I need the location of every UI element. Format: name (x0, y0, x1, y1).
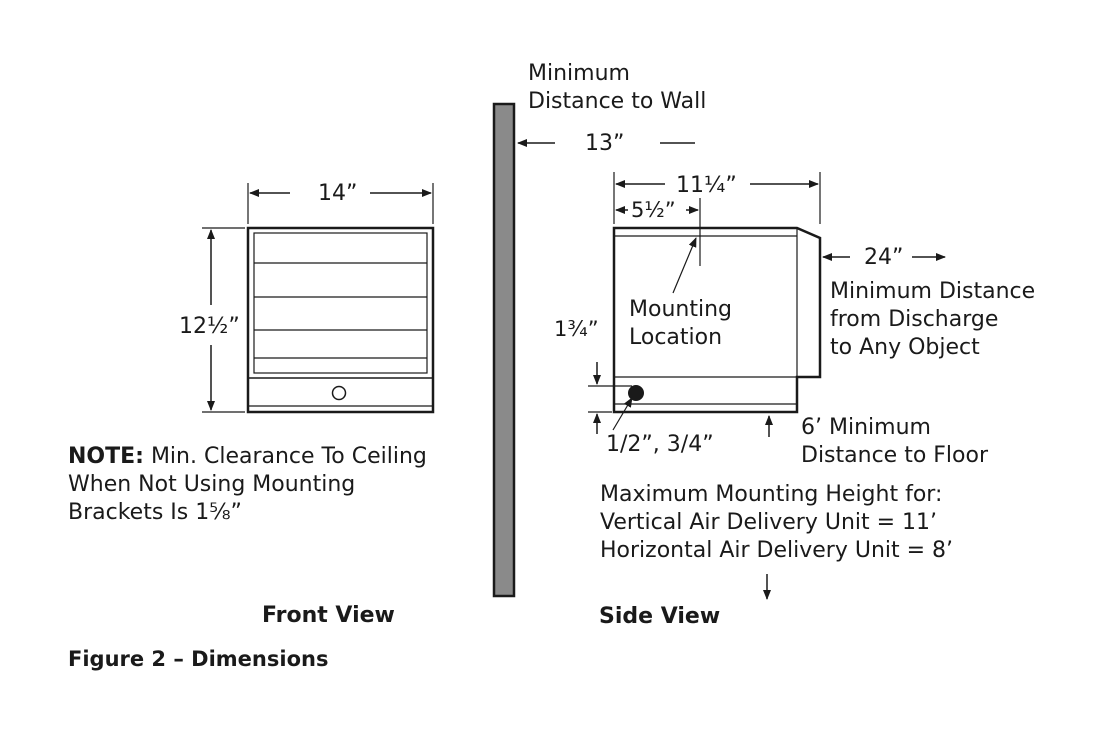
ceiling-clearance-note-line3: Brackets Is 1⅝” (68, 500, 242, 525)
floor-distance-line1: 6’ Minimum (801, 415, 931, 440)
floor-distance-line2: Distance to Floor (801, 443, 989, 468)
mounting-location-line2: Location (629, 325, 722, 350)
mounting-location-leader (672, 237, 697, 294)
ceiling-clearance-note-line2: When Not Using Mounting (68, 472, 355, 497)
hole-dims-leader (612, 397, 633, 431)
side-depth-label: 11¼” (676, 173, 737, 198)
side-depth-dimension (613, 172, 821, 224)
side-mount-offset-dimension (615, 198, 701, 266)
discharge-clearance-label: 24” (864, 245, 903, 270)
wall-clearance-label: 13” (585, 131, 624, 156)
front-view-title: Front View (262, 603, 395, 628)
bottom-offset-label: 1¾” (554, 317, 599, 341)
bottom-offset-dimension (588, 362, 632, 434)
front-width-dimension (247, 183, 434, 224)
ceiling-clearance-note-line1: NOTE: Min. Clearance To Ceiling (68, 444, 427, 469)
front-width-label: 14” (318, 181, 357, 206)
mounting-hole-icon (628, 385, 644, 401)
discharge-line3: to Any Object (830, 335, 980, 360)
discharge-line2: from Discharge (830, 307, 998, 332)
max-height-line2: Vertical Air Delivery Unit = 11’ (600, 510, 937, 535)
side-view-heater (612, 226, 822, 414)
wall-label-line1: Minimum (528, 61, 630, 86)
hole-dims-label: 1/2”, 3/4” (606, 432, 714, 457)
mounting-location-line1: Mounting (629, 297, 732, 322)
wall (492, 102, 516, 598)
figure-caption: Figure 2 – Dimensions (68, 647, 328, 671)
control-knob-icon (331, 385, 347, 401)
front-height-label: 12½” (179, 314, 240, 339)
note-line1-text: Min. Clearance To Ceiling (144, 444, 427, 469)
front-height-dimension (202, 227, 245, 413)
max-height-line3: Horizontal Air Delivery Unit = 8’ (600, 538, 953, 563)
side-view-title: Side View (599, 604, 720, 629)
side-mount-offset-label: 5½” (631, 198, 676, 222)
note-bold-label: NOTE: (68, 444, 144, 469)
wall-label-line2: Distance to Wall (528, 89, 706, 114)
max-height-line1: Maximum Mounting Height for: (600, 482, 942, 507)
discharge-line1: Minimum Distance (830, 279, 1035, 304)
front-view-heater (246, 226, 435, 414)
